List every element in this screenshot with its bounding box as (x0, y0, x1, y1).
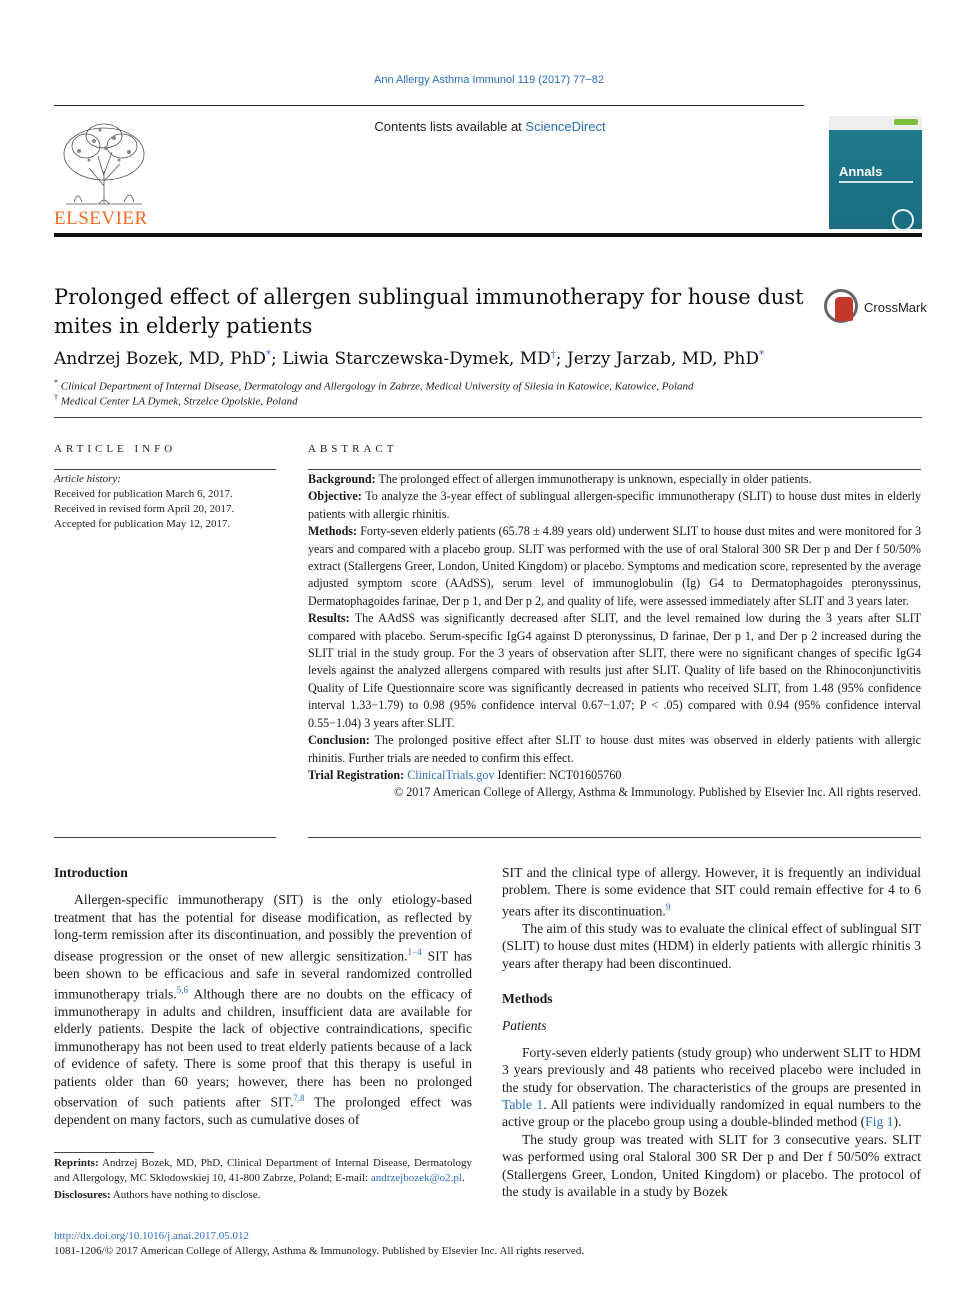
body-paragraph: The study group was treated with SLIT fo… (502, 1131, 921, 1200)
fig-1-link[interactable]: Fig 1 (865, 1114, 894, 1130)
author-affiliation-mark[interactable]: * (266, 349, 272, 361)
cover-seal-icon (892, 209, 914, 231)
citation-link[interactable]: 1−4 (407, 946, 422, 957)
article-history: Article history: Received for publicatio… (54, 472, 276, 532)
abstract-objective: Objective: To analyze the 3-year effect … (308, 489, 921, 521)
intro-paragraph: Allergen-specific immunotherapy (SIT) is… (54, 892, 472, 1127)
cover-title: Annals (839, 164, 883, 179)
contents-available: Contents lists available at ScienceDirec… (374, 119, 606, 134)
body-paragraph: The aim of this study was to evaluate th… (502, 920, 921, 971)
footnote-rule (54, 1152, 154, 1153)
abstract-background: Background: The prolonged effect of alle… (308, 472, 812, 486)
abstract-trial: Trial Registration: ClinicalTrials.gov I… (308, 767, 622, 782)
citation-link[interactable]: 7,8 (293, 1092, 305, 1103)
header-thick-rule (54, 233, 922, 237)
author-name: Andrzej Bozek, MD, PhD (54, 349, 267, 369)
citation-link[interactable]: 9 (665, 901, 671, 912)
doi-link[interactable]: http://dx.doi.org/10.1016/j.anai.2017.05… (54, 1230, 250, 1242)
author-email-link[interactable]: andrzejbozek@o2.pl (370, 1171, 462, 1184)
crossmark-badge[interactable]: CrossMark (824, 289, 927, 327)
article-title: Prolonged effect of allergen sublingual … (54, 285, 804, 338)
abstract-copyright: © 2017 American College of Allergy, Asth… (393, 785, 921, 800)
abstract-results: Results: The AAdSS was significantly dec… (308, 611, 921, 730)
cover-subtitle-line (839, 181, 913, 183)
elsevier-tree-logo (63, 123, 145, 205)
cover-badge (894, 119, 918, 125)
citation-link[interactable]: 5,6 (176, 984, 188, 995)
affiliation: † Medical Center LA Dymek, Strzelce Opol… (54, 393, 298, 408)
journal-citation[interactable]: Ann Allergy Asthma Immunol 119 (2017) 77… (373, 74, 605, 86)
history-item: Received in revised form April 20, 2017. (54, 503, 235, 515)
abstract-body: Background: The prolonged effect of alle… (308, 471, 921, 802)
abstract-methods: Methods: Forty-seven elderly patients (6… (308, 524, 921, 608)
section-rule (54, 417, 922, 418)
author-name: Liwia Starczewska-Dymek, MD (282, 349, 551, 369)
body-paragraph: Forty-seven elderly patients (study grou… (502, 1044, 921, 1130)
author-affiliation-mark[interactable]: * (758, 349, 764, 361)
introduction-heading: Introduction (54, 865, 128, 880)
disclosures-note: Disclosures: Authors have nothing to dis… (54, 1189, 261, 1202)
abstract-conclusion: Conclusion: The prolonged positive effec… (308, 733, 921, 765)
history-item: Received for publication March 6, 2017. (54, 488, 233, 500)
crossmark-label: CrossMark (864, 300, 927, 315)
author-list: Andrzej Bozek, MD, PhD*; Liwia Starczews… (54, 349, 764, 369)
reprints-note: Reprints: Andrzej Bozek, MD, PhD, Clinic… (54, 1157, 472, 1184)
crossmark-icon (824, 289, 858, 323)
issn-line: 1081-1206/© 2017 American College of All… (54, 1244, 585, 1257)
author-name: Jerzy Jarzab, MD, PhD (566, 349, 759, 369)
body-paragraph: SIT and the clinical type of allergy. Ho… (502, 865, 921, 919)
patients-subheading: Patients (502, 1018, 547, 1034)
info-bottom-rule (54, 837, 276, 838)
methods-heading: Methods (502, 990, 553, 1006)
abstract-bottom-rule (308, 837, 921, 838)
info-rule (54, 469, 276, 470)
journal-cover[interactable]: Annals (829, 116, 922, 231)
sciencedirect-link[interactable]: ScienceDirect (525, 119, 606, 134)
abstract-heading: ABSTRACT (308, 443, 398, 455)
table-1-link[interactable]: Table 1 (502, 1097, 544, 1112)
clinicaltrials-link[interactable]: ClinicalTrials.gov (407, 767, 495, 782)
footnotes: Reprints: Andrzej Bozek, MD, PhD, Clinic… (54, 1156, 472, 1203)
article-info-heading: ARTICLE INFO (54, 443, 177, 455)
body-column-right: SIT and the clinical type of allergy. Ho… (502, 864, 921, 1200)
body-column-left: Introduction Allergen-specific immunothe… (54, 864, 472, 1128)
affiliation: * Clinical Department of Internal Diseas… (54, 378, 694, 393)
page-footer: http://dx.doi.org/10.1016/j.anai.2017.05… (54, 1229, 924, 1258)
abstract-rule (308, 469, 921, 470)
author-affiliation-mark[interactable]: † (550, 349, 556, 361)
elsevier-wordmark: ELSEVIER (54, 208, 148, 229)
history-item: Accepted for publication May 12, 2017. (54, 518, 231, 530)
header-rule (54, 105, 804, 106)
